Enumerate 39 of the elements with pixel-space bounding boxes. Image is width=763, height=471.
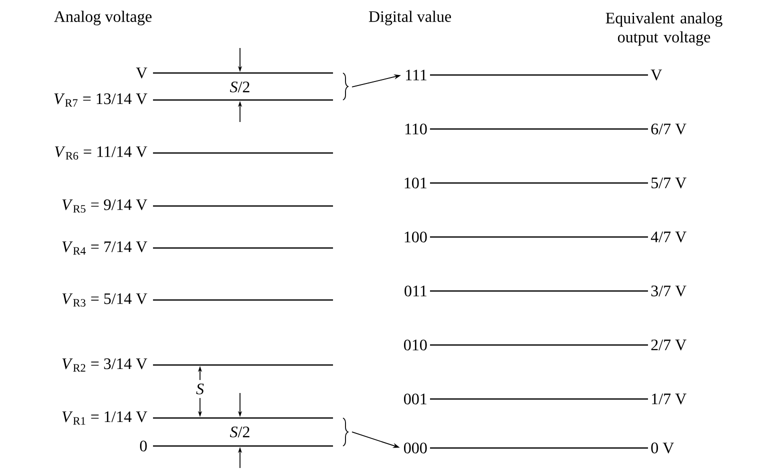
- code-label: 000: [404, 442, 427, 454]
- level-label: V: [136, 68, 148, 78]
- level-label: V$_{R3}$ = 5/14 V: [62, 293, 148, 307]
- code-label: 110: [405, 124, 427, 134]
- code-label: 101: [404, 178, 426, 188]
- level-label: V$_{R1}$ = 1/14 V: [62, 411, 148, 425]
- connector-line: [430, 182, 648, 184]
- voltage-label: 4/7 V: [650, 232, 686, 242]
- level-label: V$_{R4}$ = 7/14 V: [62, 241, 148, 255]
- connector-line: [430, 344, 648, 346]
- voltage-label: 3/7 V: [651, 286, 686, 296]
- connector-line: [430, 128, 648, 130]
- connector-line: [430, 290, 648, 292]
- heading: Analog voltage: [54, 10, 152, 26]
- connector-line: [430, 236, 648, 238]
- dimension-label: S/2: [230, 82, 250, 92]
- voltage-label: 1/7 V: [652, 394, 686, 404]
- connector-line: [430, 447, 648, 449]
- connector-line: [430, 74, 648, 76]
- code-label: 010: [404, 340, 427, 350]
- level-label: V$_{R5}$ = 9/14 V: [62, 199, 148, 213]
- level-label: 0: [140, 440, 147, 452]
- voltage-label: V: [650, 70, 662, 80]
- level-label: V$_{R7}$ = 13/14 V: [54, 93, 148, 107]
- code-label: 011: [404, 286, 426, 296]
- heading: Equivalent analog output voltage: [606, 12, 722, 46]
- code-label: 001: [404, 394, 426, 404]
- connector-line: [430, 398, 648, 400]
- code-label: 100: [404, 232, 427, 242]
- level-label: V$_{R6}$ = 11/14 V: [54, 146, 148, 160]
- voltage-label: 0 V: [651, 442, 674, 454]
- voltage-label: 2/7 V: [651, 340, 686, 350]
- voltage-label: 5/7 V: [652, 178, 686, 188]
- voltage-label: 6/7 V: [651, 124, 686, 134]
- level-label: V$_{R2}$ = 3/14 V: [62, 358, 148, 372]
- dimension-label: S: [196, 384, 204, 394]
- heading: Digital value: [368, 10, 451, 26]
- dimension-label: S/2: [230, 426, 250, 438]
- code-label: 111: [406, 70, 426, 80]
